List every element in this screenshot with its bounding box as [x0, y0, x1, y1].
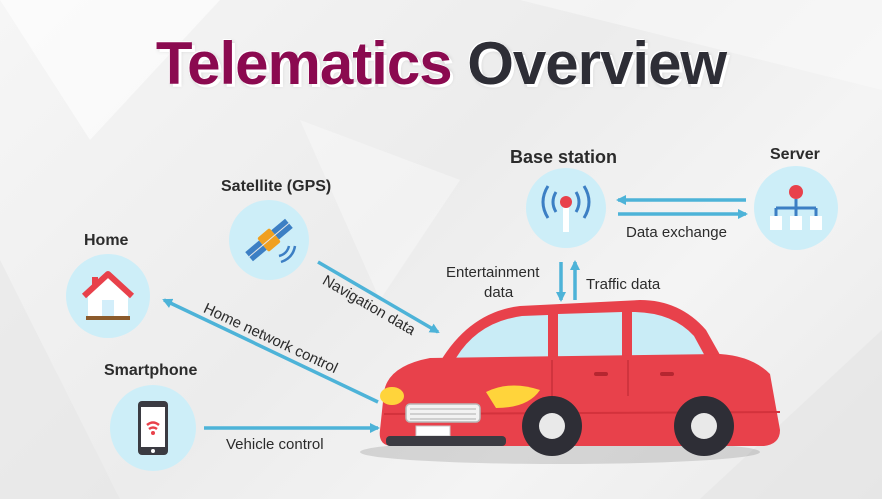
house-icon	[81, 271, 135, 320]
satellite-label: Satellite (GPS)	[221, 178, 332, 195]
server-node	[754, 166, 838, 250]
entertainment-data-label-line1: Entertainment	[446, 264, 540, 281]
antenna-icon	[541, 185, 591, 232]
satellite-icon	[245, 218, 297, 264]
traffic-data-label: Traffic data	[586, 276, 661, 293]
page-title: Telematics Overview	[0, 34, 882, 94]
home-label: Home	[84, 232, 129, 249]
base-station-label: Base station	[510, 147, 618, 167]
smartphone-icon	[138, 401, 168, 455]
home-node	[66, 254, 150, 338]
satellite-node	[229, 200, 309, 280]
arrow-navigation-data	[317, 260, 440, 334]
car-icon	[360, 300, 781, 464]
server-label: Server	[770, 146, 820, 163]
smartphone-label: Smartphone	[104, 362, 198, 379]
arrow-home-network-control	[162, 298, 379, 404]
entertainment-data-label-line2: data	[484, 284, 514, 301]
data-exchange-label: Data exchange	[626, 224, 727, 241]
title-word-telematics: Telematics	[155, 30, 453, 97]
smartphone-node	[110, 385, 196, 471]
base-station-node	[526, 168, 606, 248]
server-network-icon	[770, 185, 822, 230]
title-word-overview: Overview	[467, 30, 727, 97]
vehicle-control-label: Vehicle control	[226, 436, 324, 453]
